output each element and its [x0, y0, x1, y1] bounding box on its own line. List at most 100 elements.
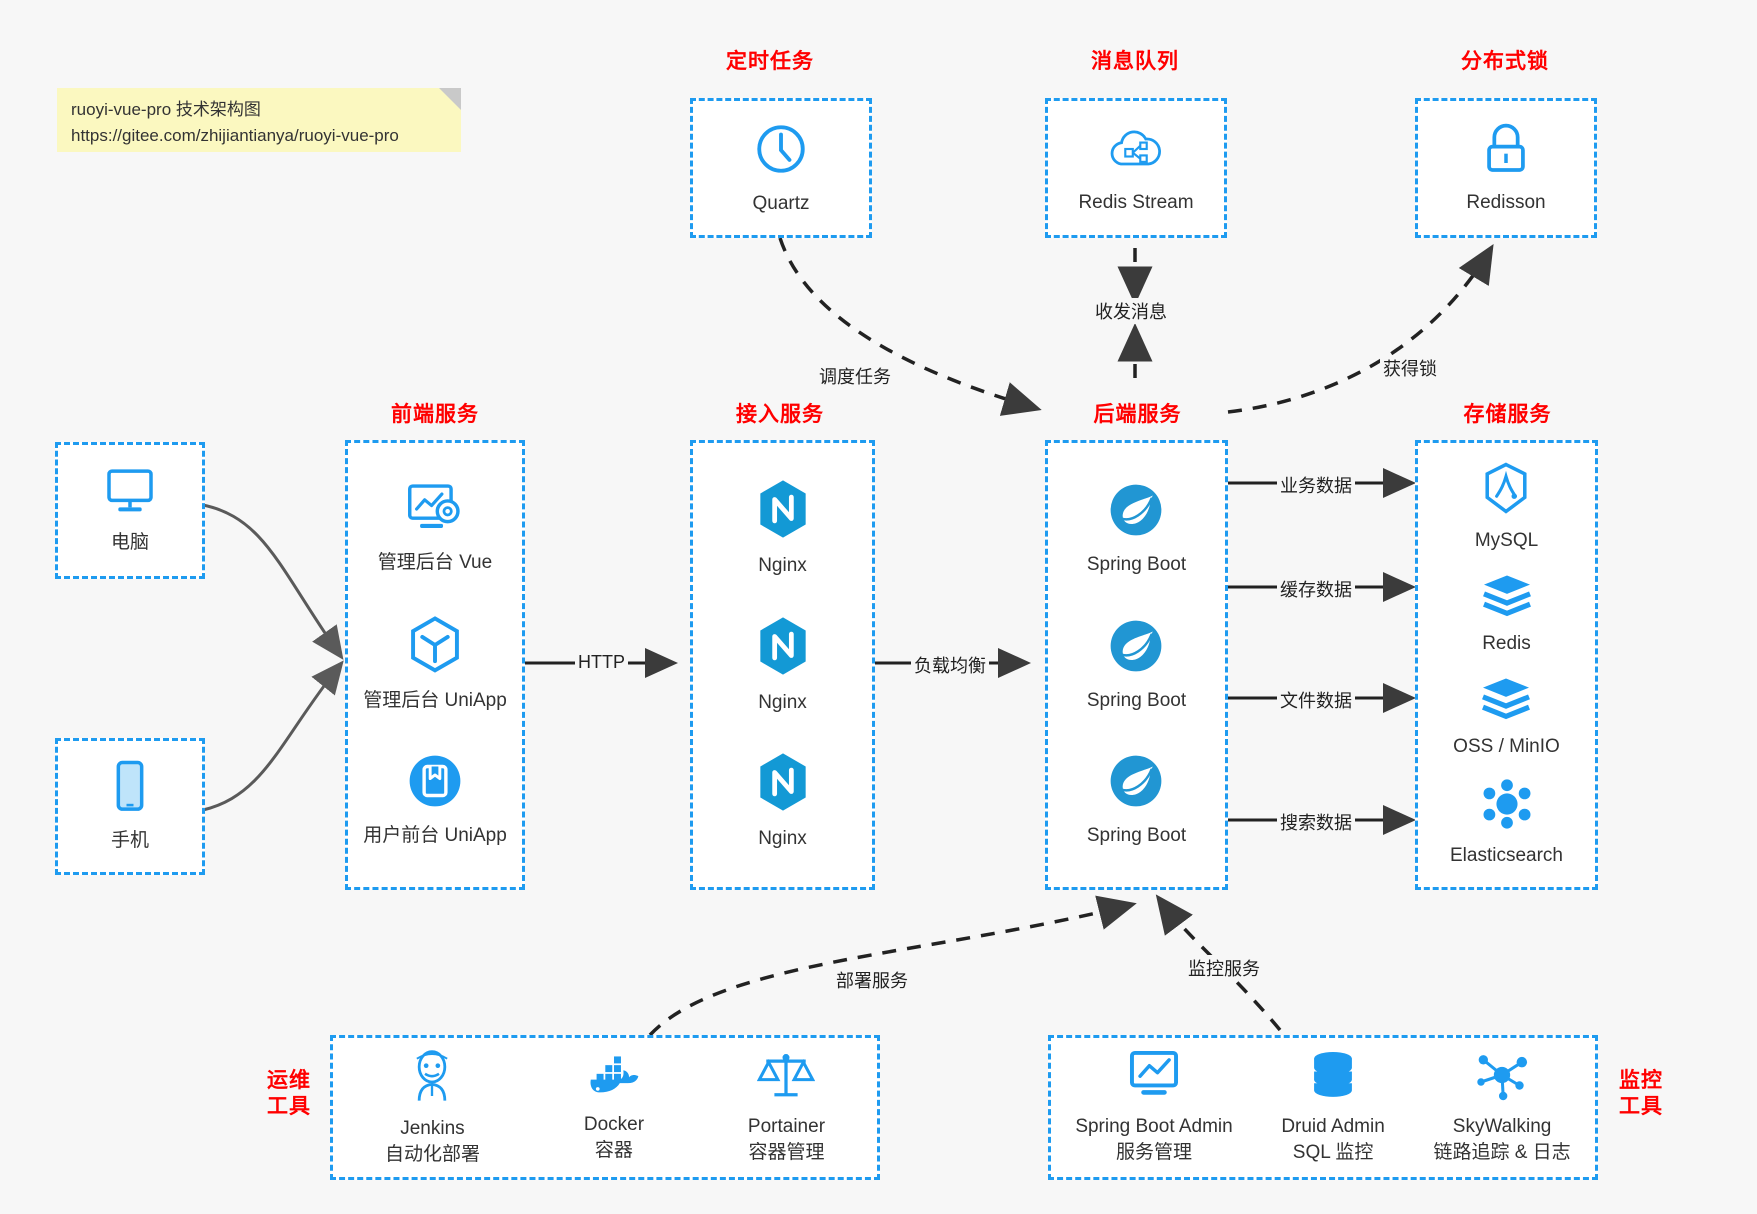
- node-label: SkyWalking: [1452, 1116, 1552, 1138]
- jenkins-icon: [406, 1047, 458, 1108]
- node-nginx-2[interactable]: Nginx: [754, 615, 812, 716]
- wire-desktop-to-frontend: [202, 503, 344, 660]
- node-oss-minio[interactable]: OSS / MinIO: [1453, 675, 1560, 760]
- group-title-monitoring-line2: 工具: [1619, 1095, 1663, 1119]
- group-title-devops-line2: 工具: [267, 1095, 311, 1119]
- node-sublabel: 容器: [594, 1140, 633, 1162]
- mysql-icon: [1480, 461, 1532, 520]
- node-druid-admin[interactable]: Druid Admin SQL 监控: [1281, 1049, 1385, 1165]
- node-label: 用户前台 UniApp: [363, 824, 507, 846]
- docker-icon: [585, 1051, 643, 1104]
- nginx-icon: [754, 751, 812, 818]
- node-docker[interactable]: Docker 容器: [584, 1051, 644, 1163]
- group-box-monitoring: Spring Boot Admin 服务管理 Druid Admin SQL 监…: [1048, 1035, 1598, 1180]
- node-spring-boot-admin[interactable]: Spring Boot Admin 服务管理: [1075, 1049, 1233, 1165]
- node-sublabel: 自动化部署: [384, 1144, 480, 1166]
- group-box-devops: Jenkins 自动化部署 Docker 容器: [330, 1035, 880, 1180]
- node-label: 手机: [110, 830, 149, 852]
- lock-icon: [1479, 121, 1533, 182]
- node-label: Portainer: [747, 1116, 826, 1138]
- group-title-storage: 存储服务: [1463, 403, 1552, 426]
- edge-label-cache: 缓存数据: [1277, 576, 1355, 602]
- clock-icon: [752, 120, 810, 183]
- note-line-2: https://gitee.com/zhijiantianya/ruoyi-vu…: [71, 126, 399, 146]
- group-title-monitoring-line1: 监控: [1619, 1069, 1663, 1092]
- node-admin-vue[interactable]: 管理后台 Vue: [378, 481, 492, 576]
- edge-label-biz: 业务数据: [1277, 472, 1355, 498]
- node-label: OSS / MinIO: [1453, 736, 1560, 758]
- node-label: Docker: [583, 1114, 645, 1136]
- group-title-devops-line1: 运维: [267, 1069, 311, 1092]
- node-skywalking[interactable]: SkyWalking 链路追踪 & 日志: [1433, 1049, 1571, 1165]
- node-label: Spring Boot: [1086, 554, 1187, 576]
- node-user-uniapp[interactable]: 用户前台 UniApp: [363, 752, 507, 849]
- node-portainer[interactable]: Portainer 容器管理: [748, 1049, 825, 1165]
- edge-label-file: 文件数据: [1277, 687, 1355, 713]
- group-box-distributed-lock: Redisson: [1415, 98, 1597, 238]
- node-redis[interactable]: Redis: [1480, 572, 1534, 657]
- node-label: 管理后台 Vue: [377, 552, 493, 574]
- group-title-frontend: 前端服务: [391, 403, 479, 426]
- wire-mobile-to-frontend: [202, 660, 344, 812]
- group-box-frontend: 管理后台 Vue 管理后台 UniApp 用户前台 UniApp: [345, 440, 525, 890]
- spring-boot-icon: [1107, 752, 1165, 815]
- node-label: 管理后台 UniApp: [363, 689, 507, 711]
- nginx-icon: [754, 478, 812, 545]
- node-mysql[interactable]: MySQL: [1475, 461, 1538, 554]
- scales-icon: [757, 1049, 816, 1106]
- node-nginx-1[interactable]: Nginx: [754, 478, 812, 579]
- node-sublabel: 链路追踪 & 日志: [1433, 1142, 1571, 1164]
- desktop-icon: [102, 465, 158, 522]
- dashboard-gear-icon: [404, 481, 466, 542]
- edge-label-deploy: 部署服务: [833, 967, 911, 993]
- node-spring-boot-3[interactable]: Spring Boot: [1087, 752, 1186, 849]
- node-mobile[interactable]: 手机: [109, 759, 151, 854]
- note-line-1: ruoyi-vue-pro 技术架构图: [71, 100, 261, 119]
- note-card: ruoyi-vue-pro 技术架构图 https://gitee.com/zh…: [57, 88, 461, 152]
- node-spring-boot-1[interactable]: Spring Boot: [1087, 481, 1186, 578]
- redis-icon: [1480, 572, 1534, 623]
- node-nginx-3[interactable]: Nginx: [754, 751, 812, 852]
- edge-label-http: HTTP: [575, 652, 628, 673]
- node-label: Jenkins: [400, 1118, 465, 1140]
- cube-icon: [406, 615, 464, 680]
- node-redis-stream[interactable]: Redis Stream: [1078, 121, 1194, 216]
- group-box-storage: MySQL Redis OSS / MinIO: [1415, 440, 1598, 890]
- nginx-icon: [754, 615, 812, 682]
- cloud-stream-icon: [1106, 121, 1166, 182]
- node-label: Spring Boot: [1086, 824, 1187, 846]
- oss-minio-icon: [1479, 675, 1533, 726]
- app-window-icon: [406, 752, 464, 815]
- group-box-gateway: Nginx Nginx Nginx: [690, 440, 875, 890]
- note-fold-corner: [439, 88, 461, 110]
- node-label: Redis Stream: [1078, 191, 1194, 213]
- node-redisson[interactable]: Redisson: [1466, 121, 1546, 216]
- node-sublabel: 容器管理: [748, 1142, 825, 1164]
- edge-label-schedule: 调度任务: [816, 363, 894, 389]
- group-title-monitoring: 监控 工具: [1610, 1068, 1672, 1121]
- node-desktop[interactable]: 电脑: [102, 465, 158, 556]
- node-jenkins[interactable]: Jenkins 自动化部署: [385, 1047, 480, 1167]
- node-quartz[interactable]: Quartz: [752, 120, 810, 217]
- node-label: Redis: [1482, 633, 1531, 655]
- node-spring-boot-2[interactable]: Spring Boot: [1087, 617, 1186, 714]
- node-label: 电脑: [110, 532, 149, 554]
- node-label: Spring Boot: [1086, 689, 1187, 711]
- node-elasticsearch[interactable]: Elasticsearch: [1450, 778, 1563, 869]
- node-label: Elasticsearch: [1450, 845, 1563, 867]
- group-box-desktop-client: 电脑: [55, 442, 205, 579]
- node-sublabel: SQL 监控: [1292, 1142, 1374, 1164]
- spring-boot-icon: [1107, 481, 1165, 544]
- edge-label-mq: 收发消息: [1092, 298, 1170, 324]
- edge-label-monitor: 监控服务: [1185, 955, 1263, 981]
- group-title-distributed-lock: 分布式锁: [1461, 50, 1549, 73]
- group-title-scheduled-task: 定时任务: [726, 50, 814, 73]
- node-label: Spring Boot Admin: [1075, 1116, 1233, 1138]
- node-label: Nginx: [758, 555, 807, 577]
- wire-devops-to-backend: [648, 895, 1137, 1037]
- wire-backend-to-redisson: [1227, 243, 1494, 414]
- edge-label-lb: 负载均衡: [911, 652, 989, 678]
- node-admin-uniapp[interactable]: 管理后台 UniApp: [363, 615, 507, 714]
- group-box-message-queue: Redis Stream: [1045, 98, 1227, 238]
